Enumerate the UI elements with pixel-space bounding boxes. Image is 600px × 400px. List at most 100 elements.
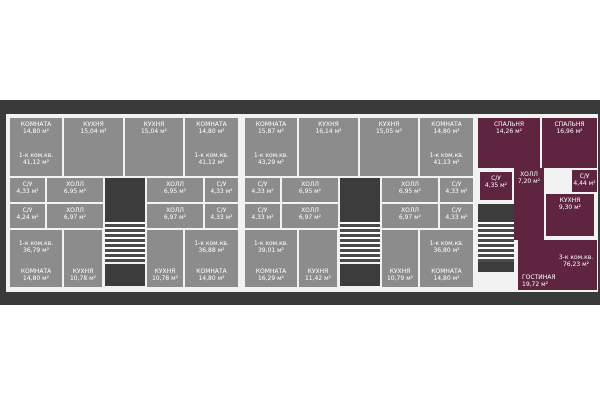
room-name: КУХНЯ	[83, 121, 104, 128]
room-area: 10,79 м²	[386, 275, 413, 282]
elevator-core	[105, 178, 145, 222]
room-area: 15,05 м²	[375, 128, 402, 135]
apartment-label: 1-к ком.кв.41,13 м²	[420, 152, 473, 166]
room-name: ХОЛЛ	[166, 181, 184, 188]
room-area: 15,04 м²	[80, 128, 107, 135]
staircase	[105, 222, 145, 262]
staircase	[340, 222, 380, 262]
room-name: ХОЛЛ	[301, 181, 319, 188]
room-area: 14,80 м²	[433, 128, 460, 135]
room-name: С/У	[579, 173, 590, 180]
apartment-label: 1-к ком.кв.43,29 м²	[245, 152, 297, 166]
room-area: 7,20 м²	[517, 178, 541, 185]
room-area: 19,72 м²	[522, 281, 549, 288]
apartment-label: 1-к ком.кв.41,12 м²	[10, 152, 62, 166]
apartment-area: 36,80 м²	[433, 247, 460, 254]
room-name: СПАЛЬНЯ	[493, 121, 525, 128]
apartment-area: 36,88 м²	[198, 247, 225, 254]
apartment-type: 1-к ком.кв.	[429, 152, 464, 159]
room-area: 6,97 м²	[298, 214, 322, 221]
stair-landing	[340, 264, 380, 286]
room-name: С/У	[22, 181, 33, 188]
room-name: СПАЛЬНЯ	[554, 121, 585, 128]
room-name: КУХНЯ	[318, 121, 339, 128]
room-name: ХОЛЛ	[401, 181, 419, 188]
apartment-type: 1-к ком.кв.	[18, 240, 54, 247]
room-area: 4,35 м²	[484, 182, 508, 189]
apartment-label: 1-к ком.кв.36,80 м²	[420, 240, 473, 254]
room-area: 6,95 м²	[398, 188, 422, 195]
room-area: 4,33 м²	[445, 214, 468, 221]
apartment-area: 41,13 м²	[433, 159, 460, 166]
room-name: КОМНАТА	[255, 121, 287, 128]
room-name: ХОЛЛ	[166, 207, 184, 214]
room-name: ХОЛЛ	[66, 181, 84, 188]
apartment-type: 1-к ком.кв.	[253, 240, 289, 247]
room-name: КУХНЯ	[154, 268, 176, 275]
room-area: 14,80 м²	[198, 128, 225, 135]
apartment-label: 3-к ком.кв.76,23 м²	[556, 254, 596, 268]
room-name: С/У	[257, 181, 268, 188]
room-area: 14,80 м²	[433, 275, 460, 282]
elevator-core	[340, 178, 380, 222]
room-area: 4,33 м²	[210, 214, 233, 221]
room-area: 14,26 м²	[495, 128, 522, 135]
apartment-type: 3-к ком.кв.	[558, 254, 594, 261]
room-area: 14,80 м²	[22, 128, 49, 135]
room-area: 15,87 м²	[257, 128, 284, 135]
room-name: КОМНАТА	[196, 268, 227, 275]
room-area: 14,80 м²	[22, 275, 49, 282]
room-name: КОМНАТА	[196, 121, 227, 128]
room-name: ХОЛЛ	[301, 207, 319, 214]
room-area: 6,97 м²	[163, 214, 187, 221]
stair-landing	[478, 262, 514, 272]
apartment-area: 41,12 м²	[22, 159, 49, 166]
apartment-label: 1-к ком.кв.41,12 м²	[185, 152, 238, 166]
room-area: 15,04 м²	[140, 128, 167, 135]
room-area: 6,95 м²	[163, 188, 187, 195]
room-name: С/У	[22, 207, 33, 214]
room-name: КОМНАТА	[431, 121, 462, 128]
room-name: С/У	[216, 181, 227, 188]
